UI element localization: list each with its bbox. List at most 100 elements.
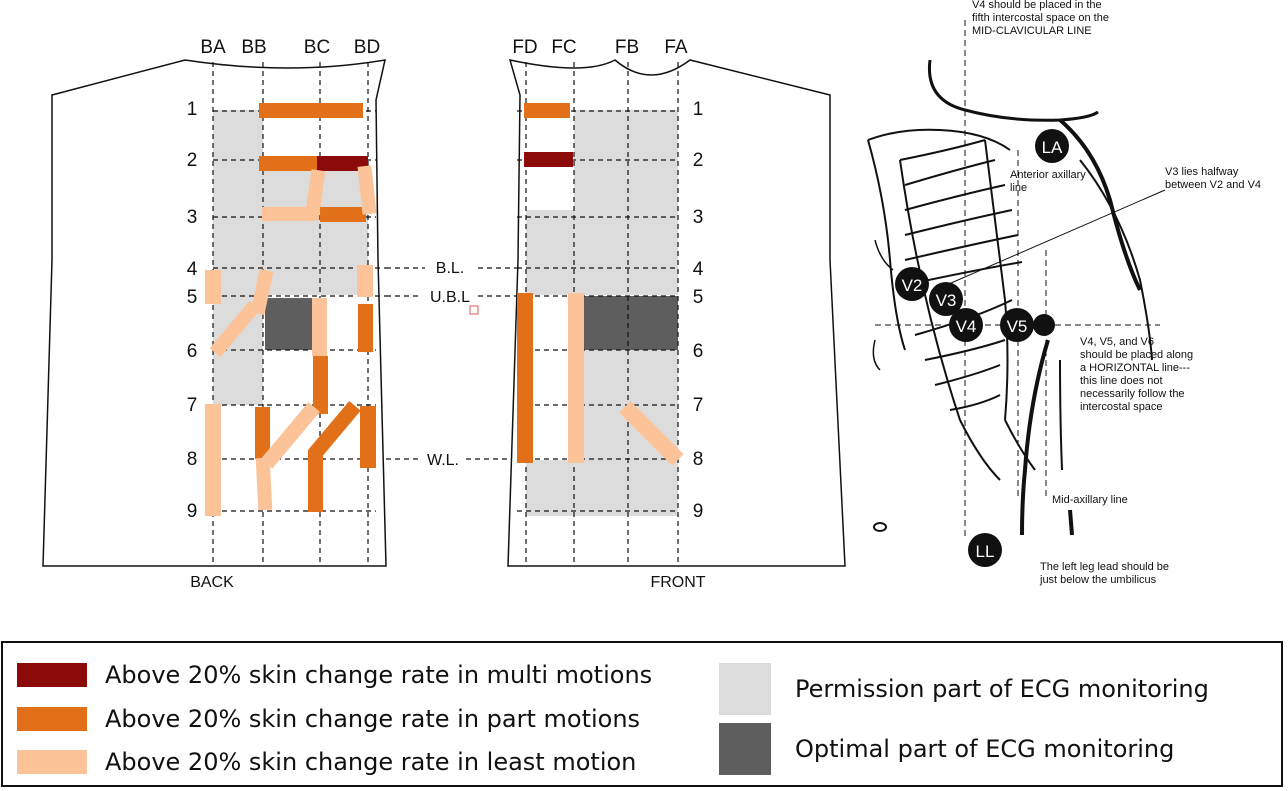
strip-least [568, 293, 584, 463]
strip-least [209, 300, 261, 358]
front-optimal-zone [583, 296, 678, 350]
ecg-electrodes: LA V2 V3 V4 V5 LL [895, 129, 1069, 567]
strip-part [313, 356, 328, 414]
electrode-la: LA [1035, 129, 1069, 163]
strip-part [358, 304, 373, 352]
front-row-label: 6 [693, 341, 704, 362]
front-col-label: FD [512, 37, 537, 58]
svg-text:intercostal space: intercostal space [1080, 401, 1163, 413]
svg-text:MID-CLAVICULAR LINE: MID-CLAVICULAR LINE [972, 25, 1092, 37]
back-row-label: 3 [187, 207, 198, 228]
svg-text:Anterior axillary: Anterior axillary [1010, 169, 1086, 181]
legend: Above 20% skin change rate in multi moti… [1, 641, 1283, 787]
svg-text:necessarily follow the: necessarily follow the [1080, 388, 1185, 400]
back-col-label: BA [200, 37, 226, 58]
legend-item-part: Above 20% skin change rate in part motio… [17, 705, 640, 733]
legend-swatch-least [17, 750, 87, 774]
strip-least [205, 404, 221, 516]
front-permission-zone [526, 210, 574, 295]
body-diagrams: BA BB BC BD 1 2 3 4 5 6 7 8 9 BACK B.L. … [42, 0, 1261, 591]
strip-part [259, 103, 363, 118]
back-row-label: 2 [187, 150, 198, 171]
landmark-lines [386, 267, 517, 460]
back-permission-zone [213, 110, 263, 405]
svg-text:just below the umbilicus: just below the umbilicus [1039, 574, 1157, 586]
electrode-v6 [1033, 314, 1055, 336]
electrode-ll: LL [968, 533, 1002, 567]
back-col-label: BB [241, 37, 266, 58]
landmark-ubl: U.B.L [430, 289, 470, 306]
legend-swatch-optimal [719, 723, 771, 775]
svg-text:V4 should be placed in the: V4 should be placed in the [972, 0, 1102, 11]
strip-least [260, 402, 320, 469]
legend-item-permission: Permission part of ECG monitoring [719, 663, 1209, 715]
landmark-wl: W.L. [427, 452, 459, 469]
back-row-label: 5 [187, 287, 198, 308]
front-row-label: 4 [693, 259, 704, 280]
strip-part [308, 400, 361, 460]
svg-text:this line does not: this line does not [1080, 375, 1163, 387]
strip-part [360, 406, 376, 468]
strip-least [250, 269, 274, 315]
back-optimal-zone [265, 298, 317, 350]
svg-text:LL: LL [976, 542, 995, 561]
front-row-label: 5 [693, 287, 704, 308]
strip-least [205, 270, 221, 304]
front-col-label: FC [551, 37, 576, 58]
back-row-label: 7 [187, 395, 198, 416]
back-row-label: 6 [187, 341, 198, 362]
svg-text:V4, V5, and V6: V4, V5, and V6 [1080, 336, 1154, 348]
strip-part [320, 207, 366, 222]
svg-text:V4: V4 [956, 317, 977, 336]
electrode-v3: V3 [929, 282, 963, 316]
legend-label-permission: Permission part of ECG monitoring [795, 675, 1209, 703]
front-row-label: 7 [693, 395, 704, 416]
svg-text:Mid-axillary line: Mid-axillary line [1052, 494, 1128, 506]
strip-least [255, 457, 273, 511]
electrode-v5: V5 [1000, 308, 1034, 342]
small-marker [469, 305, 479, 315]
strip-least [312, 298, 327, 356]
front-torso: FD FC FB FA 1 2 3 4 5 6 7 8 9 FRONT [507, 37, 846, 591]
back-torso: BA BB BC BD 1 2 3 4 5 6 7 8 9 BACK [42, 37, 387, 591]
front-permission-zone [526, 460, 678, 516]
svg-text:V3: V3 [936, 291, 957, 310]
svg-text:V3 lies halfway: V3 lies halfway [1165, 166, 1239, 178]
strip-part [308, 450, 323, 512]
svg-text:between V2 and V4: between V2 and V4 [1165, 179, 1261, 191]
svg-text:V2: V2 [902, 276, 923, 295]
back-row-label: 8 [187, 449, 198, 470]
back-row-label: 9 [187, 501, 198, 522]
front-col-label: FA [664, 37, 688, 58]
back-col-label: BD [354, 37, 380, 58]
svg-text:a HORIZONTAL line---: a HORIZONTAL line--- [1080, 362, 1190, 374]
landmark-bl: B.L. [436, 260, 464, 277]
svg-text:should be placed along: should be placed along [1080, 349, 1193, 361]
strip-least [357, 165, 377, 215]
svg-text:LA: LA [1042, 138, 1063, 157]
back-strips [205, 103, 377, 516]
strip-least [357, 265, 373, 297]
strip-least [304, 169, 326, 221]
legend-item-multi: Above 20% skin change rate in multi moti… [17, 661, 652, 689]
front-row-label: 8 [693, 449, 704, 470]
back-col-label: BC [304, 37, 330, 58]
legend-label-least: Above 20% skin change rate in least moti… [105, 748, 637, 776]
svg-text:line: line [1010, 182, 1027, 194]
strip-part [524, 103, 570, 118]
strip-least [619, 401, 684, 466]
back-row-label: 1 [187, 99, 198, 120]
legend-label-part: Above 20% skin change rate in part motio… [105, 705, 641, 733]
strip-multi [524, 152, 573, 167]
svg-text:fifth intercostal space on the: fifth intercostal space on the [972, 12, 1109, 24]
back-row-label: 4 [187, 259, 198, 280]
front-col-label: FB [615, 37, 639, 58]
ecg-notes: V4 should be placed in the fifth interco… [972, 0, 1261, 586]
svg-text:V5: V5 [1007, 317, 1028, 336]
strip-least [262, 207, 316, 221]
front-permission-zone [574, 110, 678, 295]
electrode-v2: V2 [895, 267, 929, 301]
legend-label-multi: Above 20% skin change rate in multi moti… [105, 661, 653, 689]
front-row-label: 2 [693, 150, 704, 171]
legend-label-optimal: Optimal part of ECG monitoring [795, 735, 1175, 763]
